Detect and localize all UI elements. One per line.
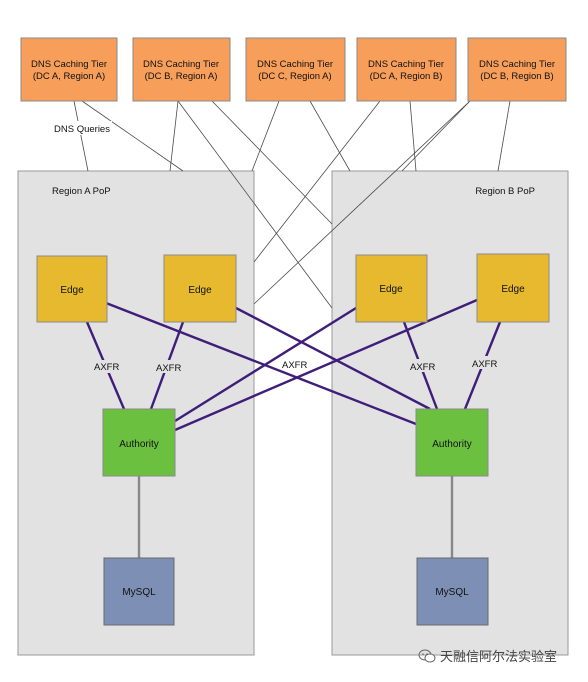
watermark-text: 天融信阿尔法实验室 [440,650,558,665]
region-b-authority-label: Authority [432,439,471,450]
dns-tier-3-label: DNS Caching Tier [257,59,333,70]
dns-tier-5[interactable]: DNS Caching Tier (DC B, Region B) [467,37,567,102]
region-a-title: Region A PoP [52,186,111,197]
region-a-authority[interactable]: Authority [102,408,176,477]
dns-tier-1-sublabel: (DC A, Region A) [33,71,105,82]
dns-tier-2[interactable]: DNS Caching Tier (DC B, Region A) [132,37,231,102]
dns-tier-3-sublabel: (DC C, Region A) [258,71,331,82]
region-a-edge-2-label: Edge [188,285,212,296]
dns-tier-4-sublabel: (DC A, Region B) [370,71,443,82]
dns-tier-5-label: DNS Caching Tier [479,59,555,70]
dns-tier-2-sublabel: (DC B, Region A) [145,71,218,82]
region-a-edge-1[interactable]: Edge [36,255,108,323]
region-a-edge-1-label: Edge [60,285,84,296]
region-a-mysql-label: MySQL [122,587,156,598]
dns-queries-label: DNS Queries [54,124,110,135]
region-a-authority-label: Authority [119,439,158,450]
dns-tier-2-label: DNS Caching Tier [143,59,219,70]
dns-tier-4[interactable]: DNS Caching Tier (DC A, Region B) [356,37,457,102]
axfr-label-b2: AXFR [472,359,497,370]
dns-tier-1-label: DNS Caching Tier [31,59,107,70]
axfr-label-a2: AXFR [156,363,181,374]
axfr-label-b1: AXFR [410,362,435,373]
wechat-icon [418,649,436,662]
region-b-title: Region B PoP [475,186,535,197]
region-b-mysql-label: MySQL [435,587,469,598]
dns-tier-4-label: DNS Caching Tier [368,59,444,70]
dns-tier-1[interactable]: DNS Caching Tier (DC A, Region A) [20,37,118,102]
axfr-label-a1: AXFR [94,362,119,373]
region-b-authority[interactable]: Authority [415,408,489,477]
region-b-edge-2[interactable]: Edge [476,253,550,323]
region-b-edge-2-label: Edge [501,284,525,295]
axfr-label-center: AXFR [282,360,307,371]
region-a-mysql[interactable]: MySQL [103,557,175,626]
watermark: 天融信阿尔法实验室 [418,646,557,665]
dns-tier-5-sublabel: (DC B, Region B) [480,71,553,82]
region-b-edge-1[interactable]: Edge [355,254,428,323]
dns-query-lines [73,100,511,309]
region-b-edge-1-label: Edge [379,284,403,295]
region-b-mysql[interactable]: MySQL [416,557,489,626]
region-a-edge-2[interactable]: Edge [163,254,237,323]
dns-tier-3[interactable]: DNS Caching Tier (DC C, Region A) [245,37,346,102]
axfr-lines [85,298,502,432]
